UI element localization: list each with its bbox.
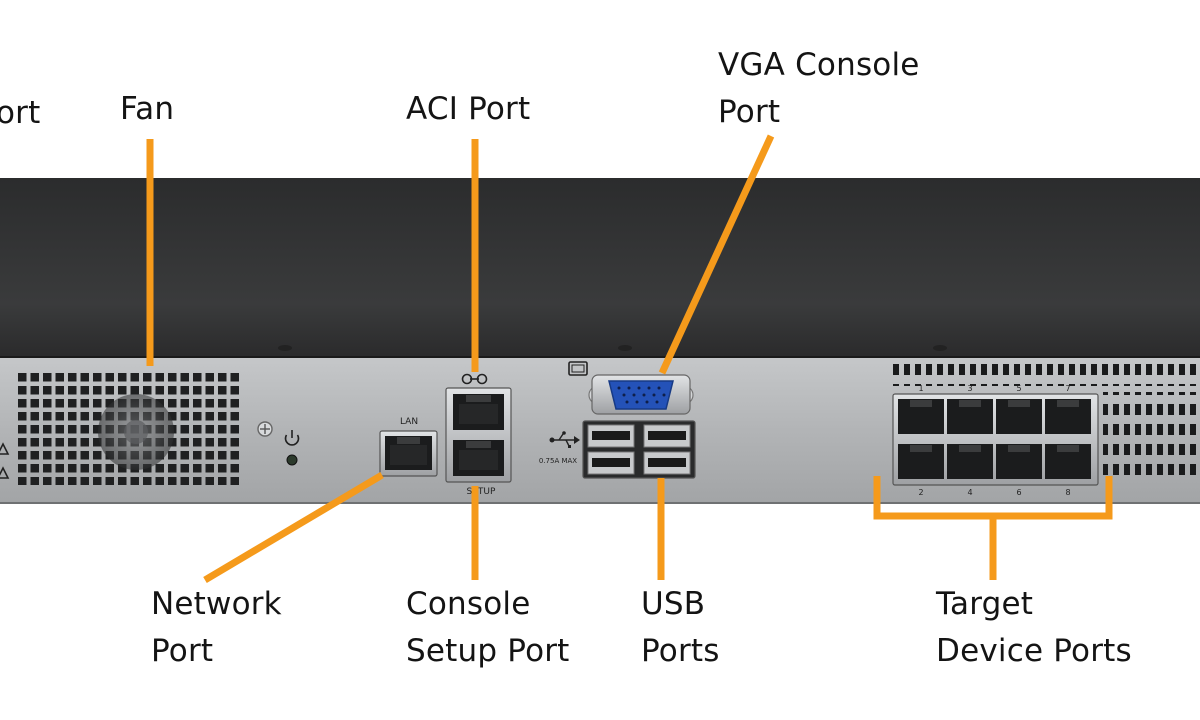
port-number-2: 2 — [918, 488, 923, 497]
vga-callout-line-1: VGA Console — [718, 47, 920, 83]
console-setup-port-callout: Console Setup Port — [406, 581, 570, 675]
monitor-icon — [568, 361, 588, 376]
network-callout-line-1: Network — [151, 586, 282, 622]
usb-callout-line-1: USB — [641, 586, 706, 622]
aci-link-icon — [461, 373, 488, 385]
port-number-7: 7 — [1065, 384, 1070, 393]
setup-callout-line-2: Setup Port — [406, 633, 570, 669]
usb-rating-label: 0.75A MAX — [539, 457, 577, 465]
usb-ports-callout: USB Ports — [641, 581, 720, 675]
vga-console-port-callout: VGA Console Port — [718, 42, 920, 136]
warning-icon — [0, 442, 10, 479]
port-number-5: 5 — [1016, 384, 1021, 393]
port-number-3: 3 — [967, 384, 972, 393]
port-callout-partial: ort — [0, 95, 41, 131]
setup-label: SETUP — [467, 487, 496, 497]
network-callout-line-2: Port — [151, 633, 214, 669]
target-callout-line-1: Target — [936, 586, 1034, 622]
network-port-jack: LAN — [379, 417, 438, 477]
vga-callout-line-2: Port — [718, 94, 781, 130]
port-number-8: 8 — [1065, 488, 1070, 497]
setup-callout-line-1: Console — [406, 586, 531, 622]
lan-label: LAN — [400, 417, 418, 427]
vga-leader-line — [658, 134, 775, 375]
fan-callout: Fan — [120, 91, 175, 127]
usb-icon — [549, 431, 580, 448]
port-number-4: 4 — [967, 488, 972, 497]
fan-icon — [18, 373, 242, 485]
aci-port-callout: ACI Port — [406, 91, 531, 127]
power-icon — [284, 430, 300, 466]
aci-setup-port-stack: SETUP — [445, 387, 512, 497]
port-number-6: 6 — [1016, 488, 1021, 497]
network-leader-line — [203, 471, 384, 584]
port-number-1: 1 — [918, 384, 923, 393]
usb-callout-line-2: Ports — [641, 633, 720, 669]
chassis-top-cover — [0, 178, 1200, 358]
target-callout-line-2: Device Ports — [936, 633, 1132, 669]
target-port-block: 1 3 5 7 2 4 6 8 — [892, 364, 1200, 497]
ground-screw-icon — [257, 421, 273, 437]
target-device-ports-callout: Target Device Ports — [936, 581, 1132, 675]
usb-port-block — [582, 420, 696, 479]
network-port-callout: Network Port — [151, 581, 282, 675]
vga-console-connector — [588, 374, 694, 415]
